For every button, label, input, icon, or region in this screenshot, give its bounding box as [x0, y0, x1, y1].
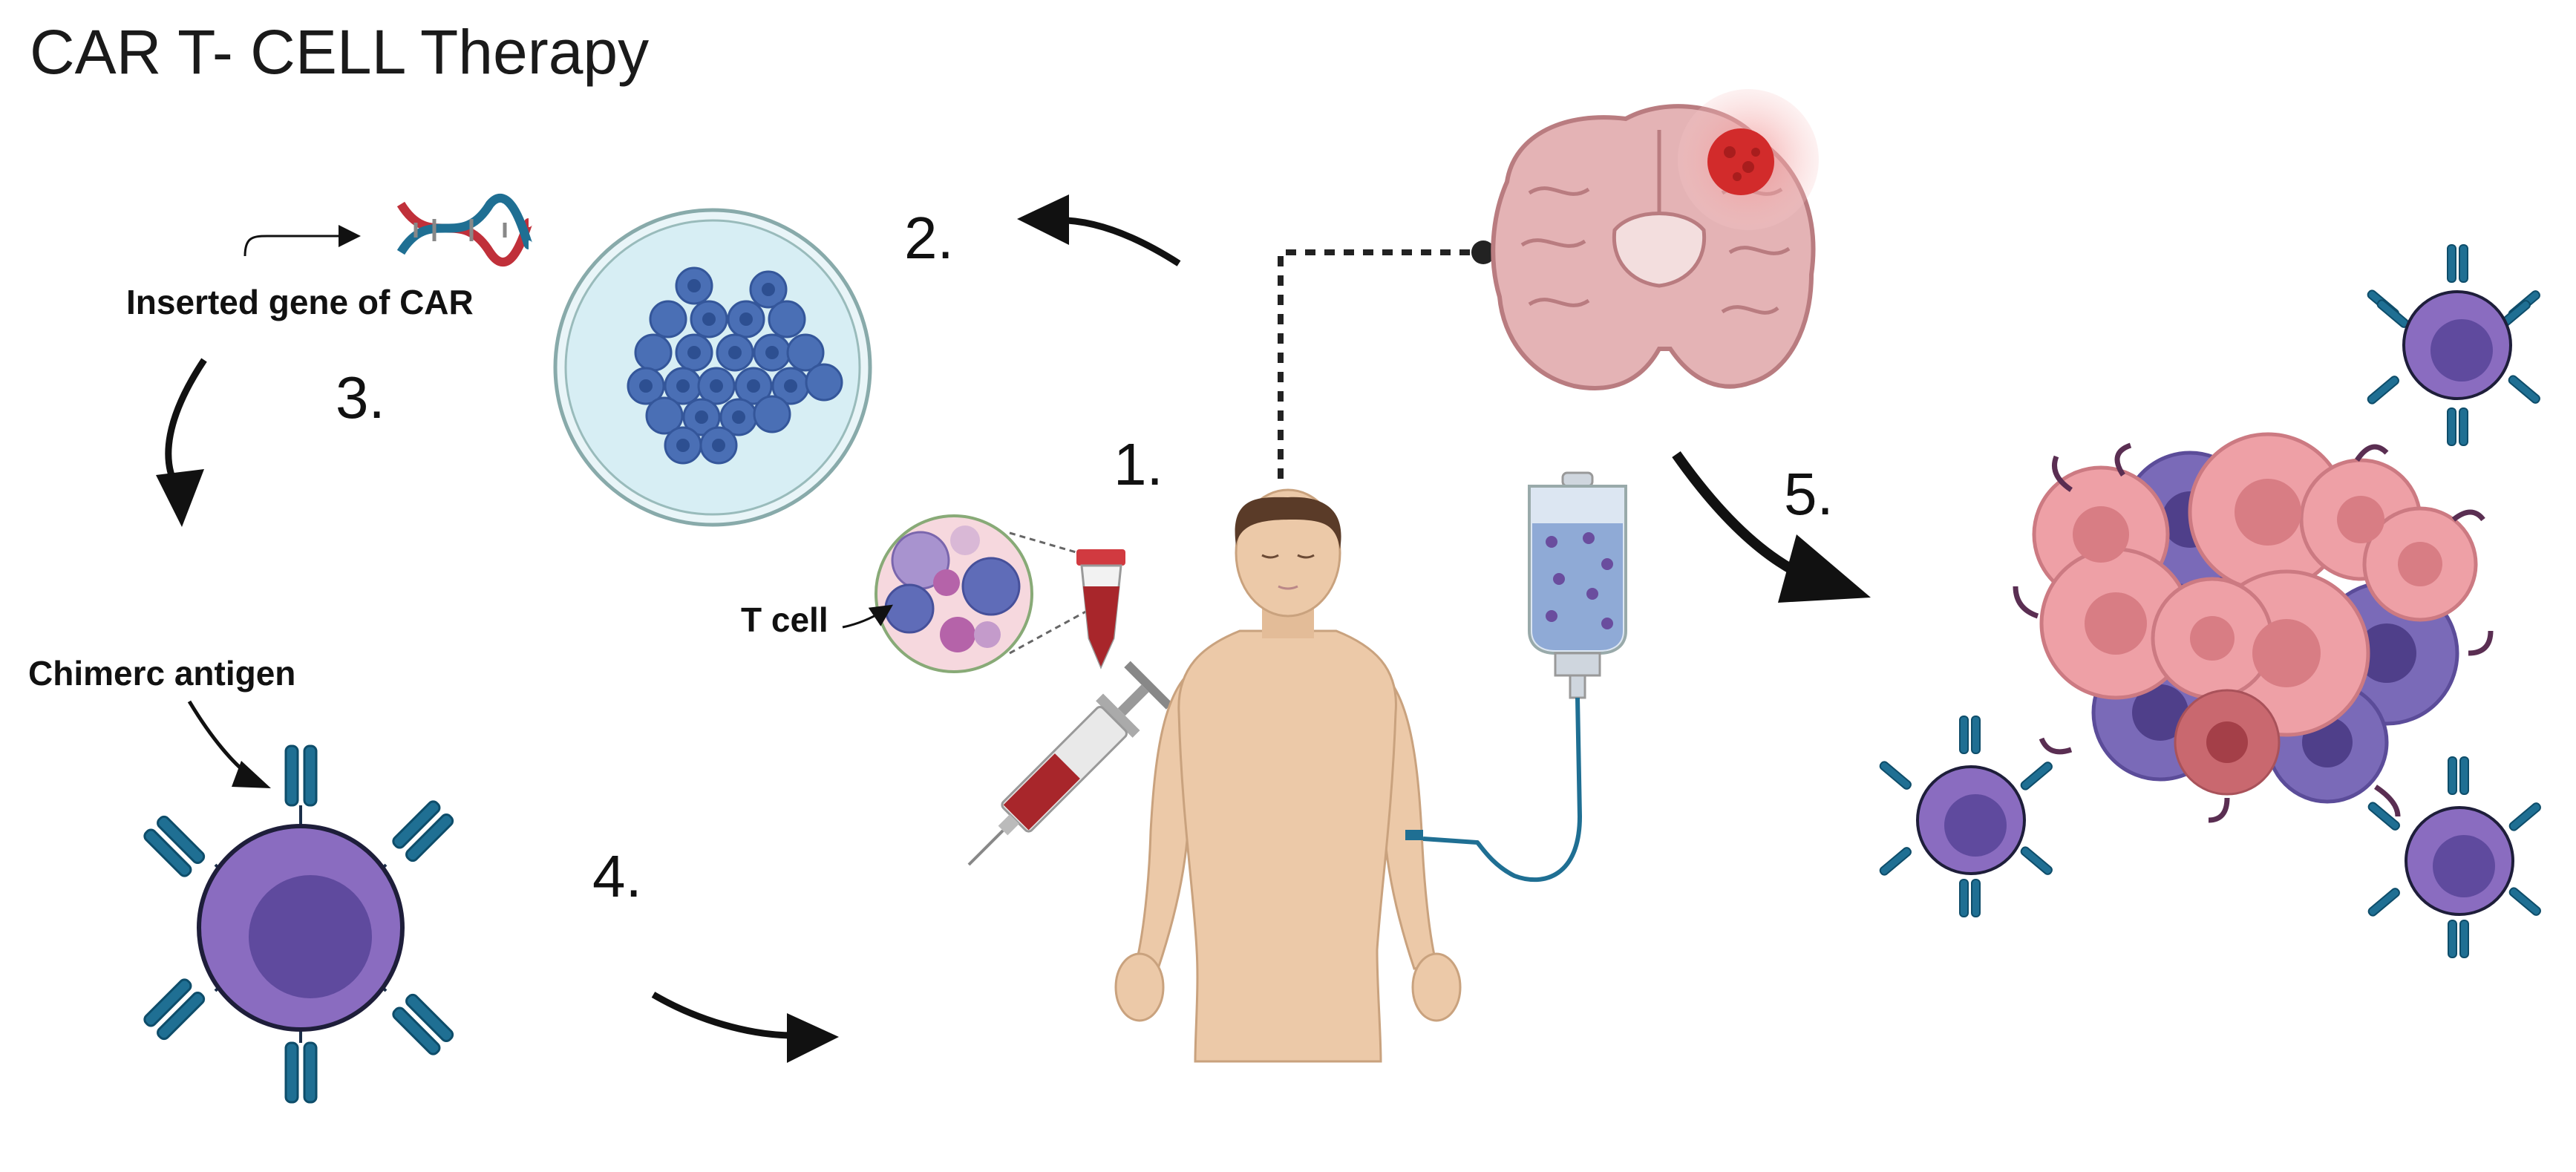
arrow-4-icon: [651, 992, 839, 1063]
step-2-label: 2.: [904, 205, 954, 271]
small-car-t-cell-right: [2367, 756, 2541, 958]
t-cell-label: T cell: [741, 600, 828, 639]
arrow-2-icon: [1017, 194, 1181, 266]
brain-icon: [1491, 89, 1819, 390]
inserted-gene-label: Inserted gene of CAR: [126, 283, 474, 321]
human-figure-icon: [1114, 488, 1462, 1063]
brain-connector-line: [1278, 240, 1495, 479]
t-cell-label-arrow: [842, 604, 893, 629]
t-cell-magnified-icon: [875, 514, 1092, 673]
syringe-icon: [967, 661, 1173, 866]
chimeric-antigen-label: Chimerc antigen: [28, 654, 296, 693]
test-tube-icon: [1076, 549, 1125, 670]
chimeric-antigen-arrow: [187, 700, 271, 788]
diagram-title: CAR T- CELL Therapy: [30, 17, 650, 87]
arrow-5-icon: [1672, 451, 1871, 603]
car-t-cell-icon: [143, 744, 454, 1104]
step-1-label: 1.: [1114, 431, 1163, 497]
small-car-t-cell-left: [1879, 716, 2053, 917]
iv-bag-icon: [1422, 471, 1627, 883]
step-5-label: 5.: [1784, 461, 1834, 527]
petri-dish-icon: [553, 208, 872, 527]
dna-icon: [396, 194, 533, 266]
step-3-label: 3.: [336, 364, 385, 431]
tumor-cluster-icon: [2013, 432, 2494, 823]
small-car-t-cell-top: [2367, 244, 2540, 446]
step-4-label: 4.: [592, 843, 642, 909]
gene-arrow: [243, 225, 361, 257]
arrow-3-icon: [156, 358, 207, 527]
